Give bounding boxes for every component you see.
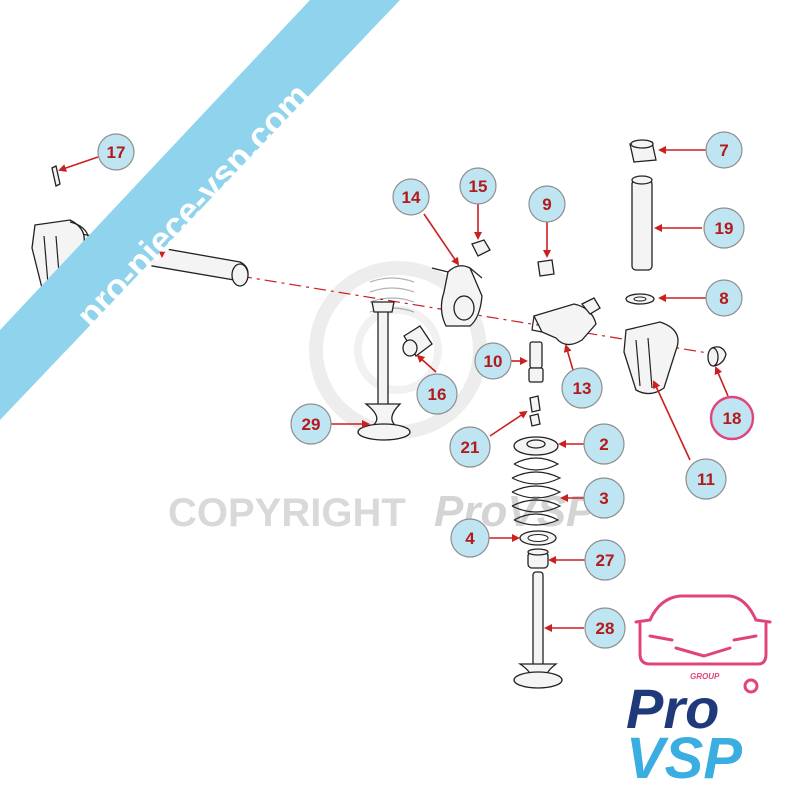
callout-11: 11 bbox=[685, 458, 727, 500]
svg-text:9: 9 bbox=[542, 195, 551, 214]
svg-text:13: 13 bbox=[573, 379, 592, 398]
plug-18 bbox=[707, 346, 727, 367]
callout-15: 15 bbox=[459, 167, 497, 205]
valve-29 bbox=[357, 301, 411, 441]
callout-10: 10 bbox=[474, 342, 512, 380]
callout-2: 2 bbox=[583, 423, 625, 465]
svg-text:8: 8 bbox=[719, 289, 728, 308]
callouts: 17 6 14 15 9 7 19 8 10 16 13 18 29 21 2 … bbox=[97, 131, 755, 649]
watermark-banner: pro-piece-vsp.com bbox=[0, 0, 400, 420]
callout-18: 18 bbox=[709, 395, 755, 441]
stud-19 bbox=[631, 175, 653, 271]
ghost-spring bbox=[369, 277, 415, 313]
svg-text:16: 16 bbox=[428, 385, 447, 404]
banner-text: pro-piece-vsp.com bbox=[68, 75, 318, 335]
callout-8: 8 bbox=[705, 279, 743, 317]
svg-text:21: 21 bbox=[461, 438, 480, 457]
provsp-logo: GROUP Pro VSP bbox=[626, 594, 772, 791]
callout-27: 27 bbox=[584, 539, 626, 581]
nut-15 bbox=[471, 239, 491, 257]
plug-17 bbox=[51, 165, 61, 187]
rocker-arm-13 bbox=[531, 297, 601, 346]
sleeve-9 bbox=[537, 259, 555, 277]
callout-9: 9 bbox=[528, 185, 566, 223]
svg-text:28: 28 bbox=[596, 619, 615, 638]
collets-21 bbox=[529, 395, 541, 427]
arrow-11 bbox=[652, 380, 691, 461]
svg-text:15: 15 bbox=[469, 177, 488, 196]
callout-17: 17 bbox=[97, 133, 135, 171]
svg-text:29: 29 bbox=[302, 415, 321, 434]
valve-28 bbox=[513, 571, 563, 689]
svg-text:2: 2 bbox=[599, 435, 608, 454]
car-outline-icon bbox=[634, 594, 772, 666]
callout-19: 19 bbox=[703, 207, 745, 249]
callout-14: 14 bbox=[392, 178, 430, 216]
logo-group-text: GROUP bbox=[690, 672, 720, 681]
callout-3: 3 bbox=[583, 477, 625, 519]
svg-text:18: 18 bbox=[723, 409, 742, 428]
right-bracket-11 bbox=[623, 321, 679, 395]
svg-text:17: 17 bbox=[107, 143, 126, 162]
callout-16: 16 bbox=[416, 373, 458, 415]
rocker-arm-14 bbox=[431, 265, 483, 327]
callout-13: 13 bbox=[561, 367, 603, 409]
callout-7: 7 bbox=[705, 131, 743, 169]
svg-text:14: 14 bbox=[402, 188, 421, 207]
callout-29: 29 bbox=[290, 403, 332, 445]
callout-28: 28 bbox=[584, 607, 626, 649]
spring-cap-2 bbox=[513, 436, 559, 456]
logo-gear-icon bbox=[743, 678, 759, 694]
arrow-13 bbox=[563, 344, 574, 371]
leader-arrows bbox=[58, 146, 729, 632]
logo-pro-text: Pro bbox=[626, 677, 719, 740]
svg-text:10: 10 bbox=[484, 352, 503, 371]
bolt-7 bbox=[629, 139, 657, 163]
copyright-text: COPYRIGHT bbox=[168, 491, 406, 535]
arrow-16 bbox=[416, 354, 437, 373]
svg-text:27: 27 bbox=[596, 551, 615, 570]
adjusting-screw-10 bbox=[528, 341, 544, 383]
svg-text:19: 19 bbox=[715, 219, 734, 238]
callout-21: 21 bbox=[449, 426, 491, 468]
arrow-14 bbox=[423, 213, 460, 266]
logo-vsp-text: VSP bbox=[626, 726, 742, 791]
arrow-18 bbox=[714, 366, 729, 397]
seal-27 bbox=[527, 548, 549, 569]
callout-4: 4 bbox=[450, 518, 490, 558]
valve-spring-3 bbox=[511, 457, 562, 526]
svg-text:4: 4 bbox=[465, 529, 475, 548]
pin-16 bbox=[402, 325, 433, 357]
svg-text:3: 3 bbox=[599, 489, 608, 508]
arrow-21 bbox=[489, 410, 528, 437]
svg-text:11: 11 bbox=[697, 470, 715, 489]
svg-text:7: 7 bbox=[719, 141, 728, 160]
arrow-17 bbox=[58, 156, 99, 172]
